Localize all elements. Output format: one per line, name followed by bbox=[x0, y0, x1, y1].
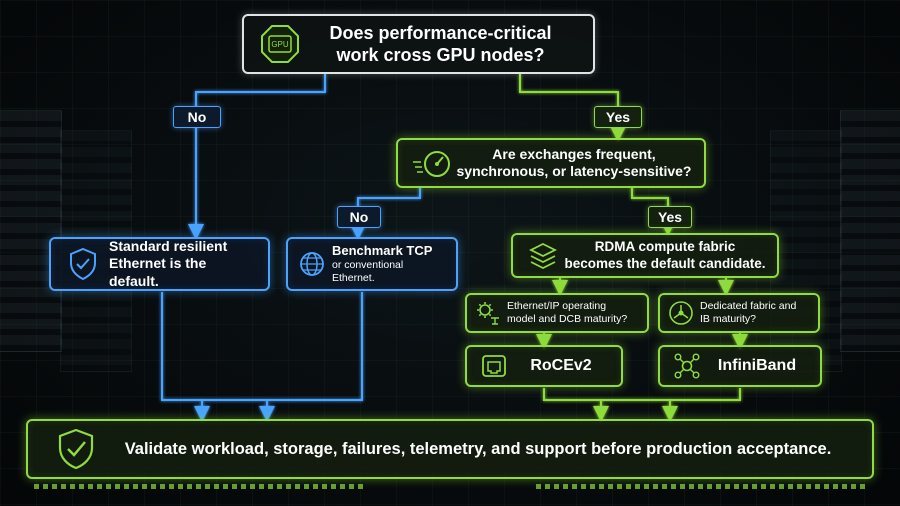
rdma-fabric-text: RDMA compute fabric becomes the default … bbox=[563, 239, 767, 273]
edge-green-merge bbox=[543, 388, 741, 401]
standard-ethernet-box: Standard resilient Ethernet is the defau… bbox=[49, 237, 270, 291]
speedometer-icon bbox=[408, 148, 454, 178]
ib-maturity-line2: IB maturity? bbox=[700, 313, 757, 325]
server-rack-left bbox=[0, 110, 62, 352]
gpu-chip-icon: GPU bbox=[258, 22, 302, 66]
ib-maturity-box: Dedicated fabric and IB maturity? bbox=[658, 293, 820, 333]
layers-icon bbox=[523, 241, 563, 271]
exchange-question-line1: Are exchanges frequent, bbox=[492, 145, 656, 162]
ethernet-maturity-line1: Ethernet/IP operating bbox=[507, 299, 607, 312]
roce-label: RoCEv2 bbox=[530, 357, 592, 374]
benchmark-tcp-line2: or conventional Ethernet. bbox=[332, 259, 404, 285]
ethernet-maturity-text: Ethernet/IP operating model and DCB matu… bbox=[503, 300, 641, 326]
exchange-question-box: Are exchanges frequent, synchronous, or … bbox=[396, 138, 706, 188]
hub-icon bbox=[670, 352, 704, 380]
decorative-dash-left bbox=[34, 484, 364, 489]
validation-banner: Validate workload, storage, failures, te… bbox=[26, 419, 874, 479]
infiniband-label: InfiniBand bbox=[717, 357, 797, 374]
benchmark-tcp-box: Benchmark TCP or conventional Ethernet. bbox=[286, 237, 458, 291]
standard-ethernet-line2: Ethernet is the default. bbox=[109, 255, 207, 289]
gear-network-icon bbox=[473, 300, 503, 326]
branch-yes-pill: Yes bbox=[594, 106, 642, 128]
rdma-fabric-line2: becomes the default candidate. bbox=[564, 255, 766, 271]
exchange-question-line2: synchronous, or latency-sensitive? bbox=[456, 163, 692, 179]
ib-maturity-text: Dedicated fabric and IB maturity? bbox=[696, 300, 812, 326]
rdma-fabric-line1: RDMA compute fabric bbox=[594, 238, 736, 254]
shield-icon bbox=[63, 247, 103, 281]
branch-no-pill-2: No bbox=[337, 206, 381, 228]
edge-blue-merge bbox=[161, 292, 363, 401]
validation-text: Validate workload, storage, failures, te… bbox=[124, 439, 832, 458]
network-port-icon bbox=[477, 354, 511, 378]
ethernet-maturity-box: Ethernet/IP operating model and DCB matu… bbox=[465, 293, 649, 333]
roce-box: RoCEv2 bbox=[465, 345, 623, 387]
main-question-line2: work cross GPU nodes? bbox=[336, 45, 545, 65]
branch-no-pill: No bbox=[173, 106, 221, 128]
ethernet-maturity-line2: model and DCB maturity? bbox=[507, 313, 628, 325]
ib-maturity-line1: Dedicated fabric and bbox=[700, 299, 797, 312]
fabric-node-icon bbox=[666, 300, 696, 326]
branch-yes-pill-2: Yes bbox=[648, 206, 692, 228]
standard-ethernet-text: Standard resilient Ethernet is the defau… bbox=[103, 238, 256, 291]
server-rack-right bbox=[840, 110, 900, 352]
infiniband-box: InfiniBand bbox=[658, 345, 822, 387]
benchmark-tcp-text: Benchmark TCP or conventional Ethernet. bbox=[328, 243, 448, 286]
rdma-fabric-box: RDMA compute fabric becomes the default … bbox=[511, 233, 779, 278]
benchmark-tcp-line1: Benchmark TCP bbox=[332, 242, 433, 258]
globe-icon bbox=[296, 250, 328, 278]
exchange-question-text: Are exchanges frequent, synchronous, or … bbox=[454, 146, 694, 181]
main-question-box: GPU Does performance-critical work cross… bbox=[242, 14, 595, 74]
edge-main-no bbox=[188, 74, 326, 240]
decorative-dash-right bbox=[536, 484, 866, 489]
standard-ethernet-line1: Standard resilient bbox=[109, 237, 228, 254]
gpu-chip-label: GPU bbox=[271, 40, 289, 49]
main-question-line1: Does performance-critical bbox=[329, 22, 552, 43]
main-question-text: Does performance-critical work cross GPU… bbox=[302, 22, 579, 67]
shield-check-icon bbox=[48, 427, 104, 471]
